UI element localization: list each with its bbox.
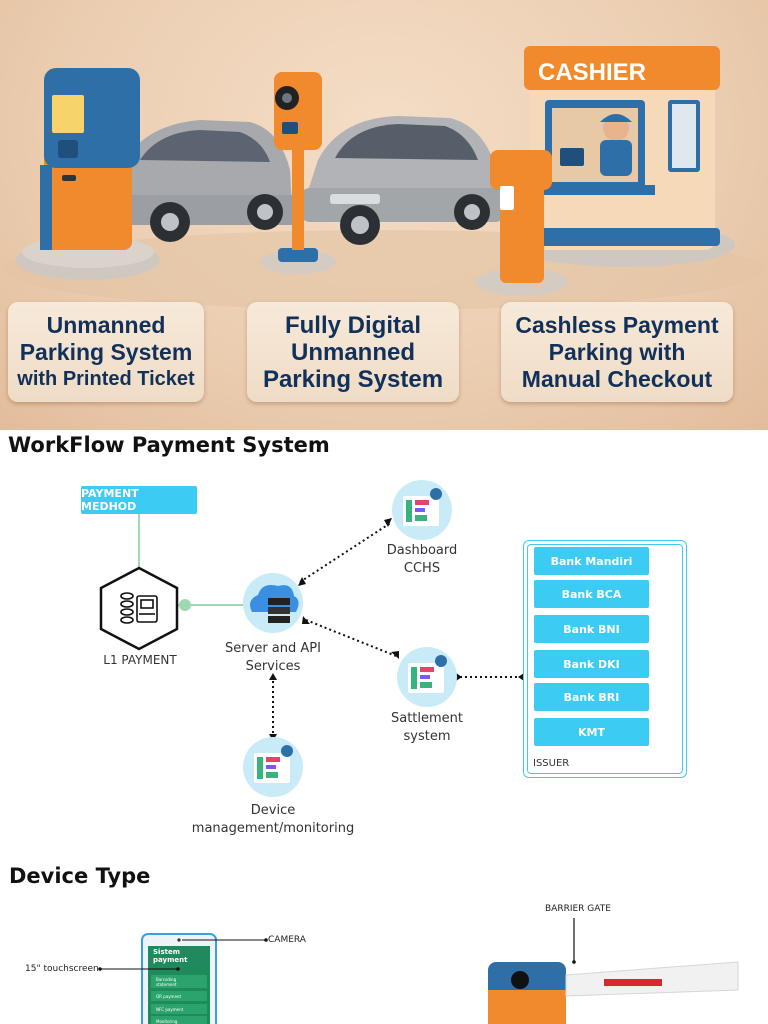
arrow-head bbox=[518, 673, 524, 681]
settlement-icon bbox=[397, 647, 457, 707]
dashboard-label: Dashboard CCHS bbox=[362, 542, 482, 578]
connector-server-dashboard bbox=[299, 521, 393, 583]
car-left-illustration bbox=[105, 120, 300, 242]
l1-payment-label: L1 PAYMENT bbox=[103, 653, 177, 667]
ticket-machine-illustration bbox=[16, 68, 160, 280]
hero-card-cashless: Cashless Payment Parking with Manual Che… bbox=[501, 302, 733, 402]
kiosk-menu-line: statement bbox=[156, 982, 177, 987]
cashier-booth-illustration: CASHIER bbox=[515, 46, 735, 267]
settlement-label-line: Sattlement bbox=[390, 711, 464, 726]
cashier-sign-text: CASHIER bbox=[538, 59, 646, 86]
arrow-head bbox=[391, 651, 399, 659]
hero-card-line: Cashless Payment bbox=[515, 311, 719, 338]
kiosk-menu-nfc[interactable]: NFC payment bbox=[156, 1007, 184, 1012]
hero-card-line: Parking System bbox=[19, 338, 193, 365]
hero-card-line: Unmanned bbox=[46, 311, 166, 338]
hero-card-line: Unmanned bbox=[290, 338, 415, 366]
workflow-connectors bbox=[99, 480, 524, 797]
server-label-line: Server and API bbox=[225, 641, 321, 656]
hero-card-fully-digital: Fully Digital Unmanned Parking System bbox=[247, 302, 459, 402]
issuer-group: Bank Mandiri Bank BCA Bank BNI Bank DKI … bbox=[523, 540, 687, 778]
bank-bni: Bank BNI bbox=[534, 615, 649, 643]
bank-kmt: KMT bbox=[534, 718, 649, 746]
kiosk-screen: Sistem payment bbox=[153, 948, 209, 964]
dashboard-label-line: CCHS bbox=[403, 561, 441, 576]
bank-bca: Bank BCA bbox=[534, 580, 649, 608]
kiosk-menu-monitoring[interactable]: Monitoring bbox=[156, 1019, 178, 1024]
device-management-icon bbox=[243, 737, 303, 797]
camera-post-illustration bbox=[260, 72, 336, 274]
server-label: Server and API Services bbox=[203, 640, 343, 676]
kiosk-screen-title: Sistem bbox=[153, 948, 180, 956]
kiosk-menu-qr[interactable]: QR payment bbox=[156, 994, 182, 999]
arrow-head bbox=[269, 673, 277, 680]
hero-card-line: with Printed Ticket bbox=[17, 367, 195, 390]
device-label-line: management/monitoring bbox=[191, 821, 355, 836]
server-cloud-icon bbox=[243, 573, 303, 633]
kiosk-menu-line: Barcoding bbox=[156, 977, 177, 982]
kiosk-tablet-illustration bbox=[141, 933, 217, 1024]
l1-payment-icon bbox=[99, 566, 179, 651]
device-type-illustration bbox=[98, 918, 739, 1024]
hero-illustration: CASHIER bbox=[4, 46, 764, 310]
barrier-gate-illustration bbox=[488, 918, 739, 1024]
arrow-head bbox=[302, 616, 310, 624]
hero-card-line: Manual Checkout bbox=[521, 365, 713, 392]
camera-label: CAMERA bbox=[268, 935, 306, 945]
dashboard-label-line: Dashboard bbox=[386, 543, 458, 558]
touchscreen-label: 15" touchscreen bbox=[25, 964, 99, 974]
server-label-line: Services bbox=[245, 659, 301, 674]
hero-card-line: Parking System bbox=[262, 365, 444, 393]
checkout-post-illustration bbox=[476, 150, 568, 296]
hero-card-line: Fully Digital bbox=[284, 311, 421, 339]
dashboard-icon bbox=[392, 480, 452, 540]
hero-banner: CASHIER Unmanned Parking System with Pri… bbox=[0, 0, 768, 430]
arrow-head bbox=[384, 518, 392, 527]
bank-dki: Bank DKI bbox=[534, 650, 649, 678]
barrier-gate-label: BARRIER GATE bbox=[545, 904, 611, 914]
kiosk-screen-title: payment bbox=[153, 956, 188, 964]
bank-mandiri: Bank Mandiri bbox=[534, 547, 649, 575]
connector-server-settlement bbox=[305, 619, 397, 657]
connector-dot bbox=[179, 599, 191, 611]
device-management-label: Device management/monitoring bbox=[183, 802, 363, 838]
device-type-title: Device Type bbox=[9, 864, 151, 888]
hero-card-line: Parking with bbox=[548, 338, 686, 365]
kiosk-menu-barcoding[interactable]: Barcoding statement bbox=[156, 977, 177, 987]
arrow-head bbox=[298, 577, 306, 586]
bank-bri: Bank BRI bbox=[534, 683, 649, 711]
issuer-label: ISSUER bbox=[533, 758, 570, 769]
device-label-line: Device bbox=[250, 803, 296, 818]
car-right-illustration bbox=[300, 116, 505, 245]
workflow-title: WorkFlow Payment System bbox=[8, 433, 330, 457]
payment-method-badge: PAYMENT MEDHOD bbox=[81, 486, 197, 514]
settlement-label-line: system bbox=[403, 729, 451, 744]
arrow-head bbox=[456, 673, 462, 681]
hero-card-printed-ticket: Unmanned Parking System with Printed Tic… bbox=[8, 302, 204, 402]
settlement-label: Sattlement system bbox=[367, 710, 487, 746]
